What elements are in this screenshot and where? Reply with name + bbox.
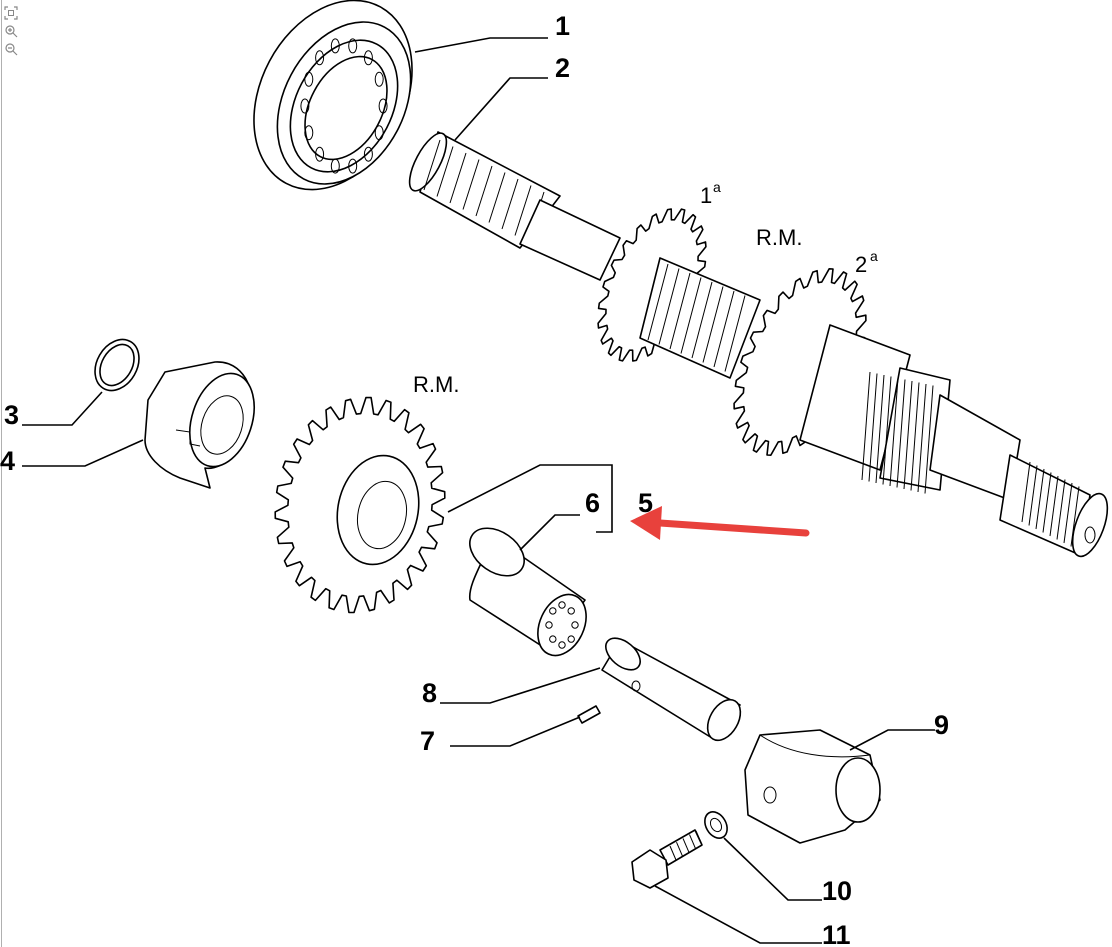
spline-line — [514, 185, 532, 236]
spline-line — [501, 178, 519, 230]
callout-5: 5 — [638, 488, 653, 518]
thread-line — [1056, 479, 1066, 540]
bearing-roller — [304, 71, 314, 87]
needle-hole — [571, 621, 579, 629]
spline-line — [423, 139, 441, 191]
bearing-roller — [378, 98, 388, 114]
callout-4: 4 — [0, 446, 15, 476]
collar-spline-line — [924, 385, 934, 494]
hub-spline-line — [691, 281, 713, 359]
thread-line — [1021, 461, 1031, 523]
collar-spline-line — [910, 382, 920, 491]
annotation-arrow — [630, 506, 810, 540]
sleeve-part-4[interactable] — [144, 361, 265, 489]
fit-icon[interactable] — [4, 6, 18, 20]
spline-line — [475, 165, 493, 217]
bolt-thread-line — [695, 830, 703, 845]
callout-7: 7 — [420, 726, 435, 756]
collar-spline-line — [875, 374, 885, 484]
washer-part-10[interactable] — [700, 808, 731, 842]
collar-spline-line — [868, 373, 878, 482]
zoom-out-icon[interactable] — [4, 42, 18, 56]
thread-line — [1063, 482, 1073, 544]
second-gear-label: 2 — [855, 252, 867, 277]
needle-hole — [558, 601, 566, 609]
spline-line — [462, 159, 480, 210]
bearing-roller — [374, 71, 384, 87]
needle-cage-part-6[interactable] — [461, 518, 596, 663]
second-gear-sup: a — [870, 248, 878, 264]
collar-spline-line — [917, 383, 927, 493]
viewer-toolbar — [4, 6, 20, 60]
hub-spline-line — [647, 263, 669, 341]
callout-numbers: 1 2 3 4 5 6 7 8 9 10 11 — [0, 11, 949, 947]
bearing-roller — [363, 50, 373, 66]
callout-2: 2 — [555, 53, 570, 83]
support-block-part-9[interactable] — [744, 729, 881, 844]
bolt-thread-line — [682, 838, 690, 853]
callout-8: 8 — [422, 678, 437, 708]
needle-hole — [549, 607, 557, 615]
reverse-gear-label: R.M. — [413, 372, 459, 397]
bearing-roller — [330, 38, 340, 54]
thread-line — [1035, 468, 1045, 530]
needle-hole — [567, 607, 575, 615]
bolt-thread-line — [689, 834, 696, 849]
gear-labels: 1 a R.M. 2 a R.M. — [413, 179, 878, 397]
bearing-roller — [348, 158, 358, 174]
hub-spline-line — [713, 290, 735, 368]
zoom-in-icon[interactable] — [4, 24, 18, 38]
viewer-border — [1, 0, 2, 947]
collar-spline-line — [903, 380, 913, 490]
collar-spline-line — [861, 371, 871, 481]
bearing-roller — [300, 98, 310, 114]
bolt-part-11[interactable] — [631, 829, 703, 889]
main-shaft-part-2[interactable] — [402, 128, 1112, 561]
bolt-thread-line — [669, 845, 677, 861]
ring-part-3[interactable] — [86, 332, 148, 399]
bearing-roller — [315, 146, 325, 162]
bolt-thread-line — [676, 842, 683, 857]
hub-spline-line — [702, 286, 724, 363]
leader-lines — [22, 37, 935, 944]
bearing-part-1[interactable] — [222, 0, 443, 217]
callout-3: 3 — [4, 400, 19, 430]
callout-10: 10 — [822, 876, 852, 906]
callout-1: 1 — [555, 11, 570, 41]
bearing-roller — [348, 38, 358, 54]
spline-line — [449, 152, 467, 204]
pin-part-8[interactable] — [600, 632, 747, 746]
collar-spline-line — [882, 376, 892, 485]
bearing-roller — [330, 158, 340, 174]
collar-spline-line — [896, 379, 906, 488]
needle-hole — [567, 635, 575, 643]
callout-9: 9 — [934, 710, 949, 740]
needle-hole — [558, 641, 566, 649]
spline-line — [488, 172, 506, 223]
hub-spline-line — [658, 268, 680, 345]
first-gear-label: 1 — [700, 183, 712, 208]
callout-6: 6 — [585, 488, 600, 518]
bearing-roller — [374, 125, 384, 141]
callout-11: 11 — [822, 920, 851, 947]
thread-line — [1042, 472, 1052, 533]
reverse-idler-gear[interactable] — [274, 396, 446, 614]
bearing-roller — [304, 125, 314, 141]
first-gear-sup: a — [713, 179, 721, 195]
thread-line — [1028, 465, 1038, 526]
roll-pin-part-7[interactable] — [577, 705, 601, 724]
hub-spline-line — [680, 277, 702, 354]
hub-spline-line — [724, 295, 746, 372]
bearing-roller — [363, 146, 373, 162]
thread-line — [1049, 475, 1059, 537]
reverse-top-label: R.M. — [756, 225, 802, 250]
spline-line — [436, 146, 454, 197]
hub-spline-line — [669, 272, 691, 350]
bearing-roller — [315, 50, 325, 66]
needle-hole — [549, 635, 557, 643]
collar-spline-line — [889, 377, 899, 487]
needle-hole — [545, 621, 553, 629]
